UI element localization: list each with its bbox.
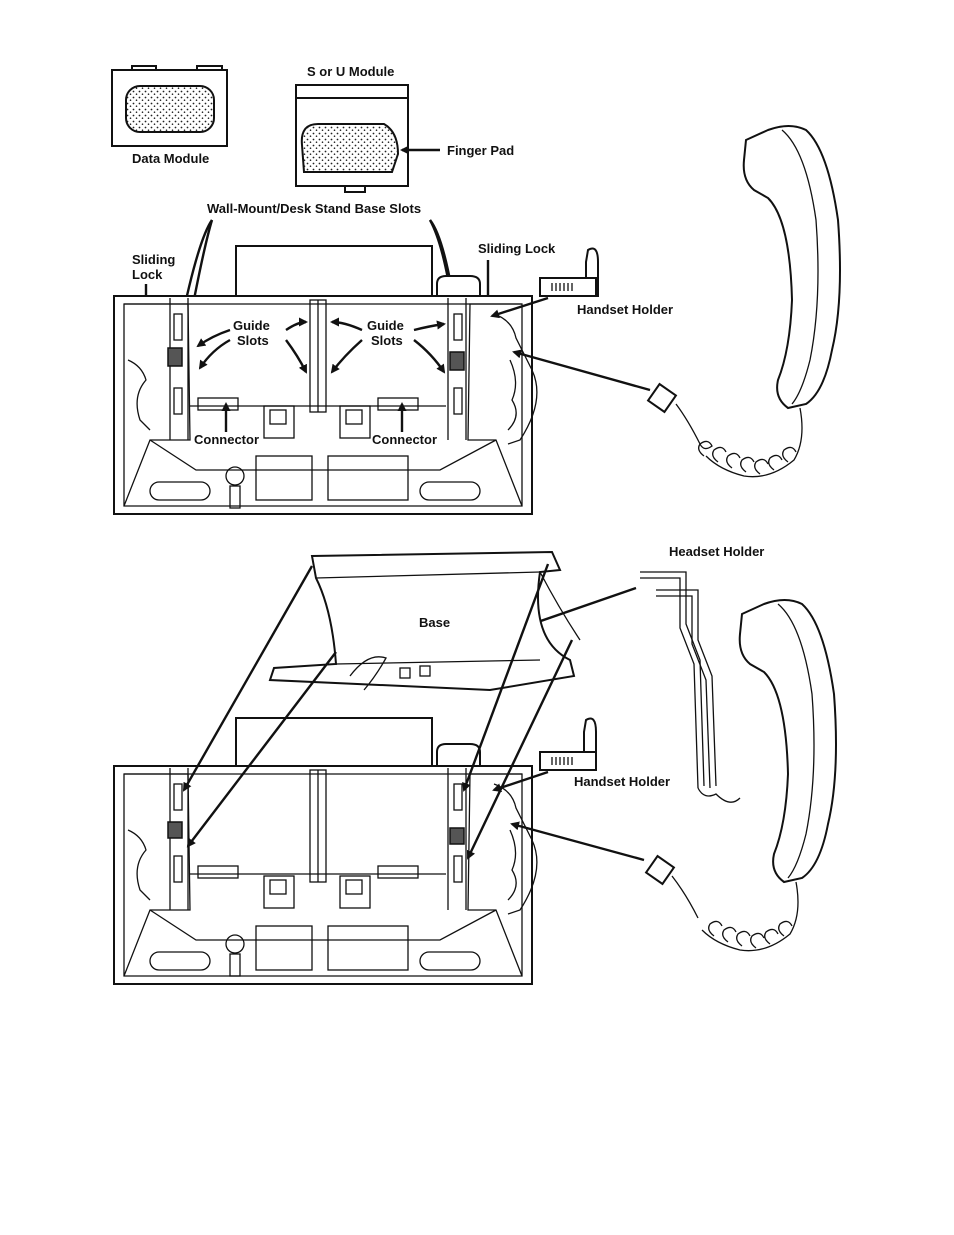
connector-right-label: Connector [372,432,437,447]
handset-holder-top-label: Handset Holder [577,302,673,317]
guide-slots-right-label-2: Slots [371,333,403,348]
handset-holder-bottom [540,719,596,771]
guide-slots-left-label-2: Slots [237,333,269,348]
finger-pad-label: Finger Pad [447,143,514,158]
phone-base-top [114,246,537,514]
wall-mount-slots-label: Wall-Mount/Desk Stand Base Slots [207,201,421,216]
connector-left-label: Connector [194,432,259,447]
handset-bottom [646,600,836,951]
data-module-label: Data Module [132,151,209,166]
headset-holder [640,572,740,802]
sliding-lock-left-label-2: Lock [132,267,163,282]
sliding-lock-right-label: Sliding Lock [478,241,556,256]
handset-holder-bottom-label: Handset Holder [574,774,670,789]
s-or-u-module-label: S or U Module [307,64,394,79]
cord-arrow-top [514,352,650,390]
guide-slots-left-label-1: Guide [233,318,270,333]
base-label: Base [419,615,450,630]
handset-top [648,126,840,477]
data-module: Data Module [112,66,227,166]
guide-slots-right-label-1: Guide [367,318,404,333]
sliding-lock-left-label-1: Sliding [132,252,175,267]
headset-holder-label: Headset Holder [669,544,764,559]
s-or-u-module: S or U Module Finger Pad [296,64,514,192]
phone-base-bottom [114,718,537,984]
